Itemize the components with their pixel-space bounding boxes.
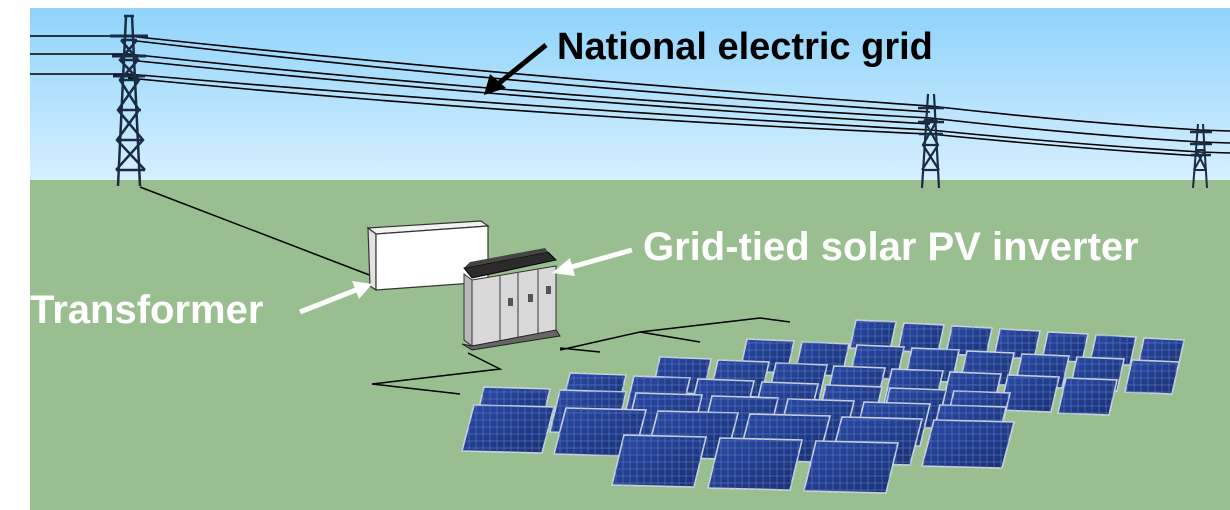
solar-panel-cells xyxy=(804,441,898,493)
label-inverter: Grid-tied solar PV inverter xyxy=(643,225,1139,269)
power-lines xyxy=(30,35,1230,157)
solar-panel-cells xyxy=(1000,375,1059,412)
solar-panel-cells xyxy=(1058,378,1117,415)
transmission-tower-center xyxy=(918,93,944,189)
solar-panel-cells xyxy=(462,405,554,453)
sky xyxy=(30,8,1230,182)
solar-panel-cells xyxy=(612,435,706,487)
solar-panel-cells xyxy=(850,320,896,350)
solar-panel-array xyxy=(460,319,1185,494)
solar-panel-cells xyxy=(1042,332,1088,362)
transmission-tower-left xyxy=(110,14,148,187)
arrow-transformer xyxy=(299,281,372,315)
solar-panel-cells xyxy=(994,329,1040,359)
arrow-grid xyxy=(484,43,548,95)
solar-panel-cells xyxy=(946,326,992,356)
solar-panel-cells xyxy=(1125,360,1179,394)
solar-panel-cells xyxy=(708,438,802,490)
ground-wiring xyxy=(139,186,791,395)
solar-panel-cells xyxy=(922,420,1014,468)
arrow-inverter xyxy=(552,247,633,276)
solar-panel-cells xyxy=(898,323,944,353)
label-national-grid: National electric grid xyxy=(557,26,933,68)
inverter-cabinet xyxy=(461,248,561,351)
label-transformer: Transformer xyxy=(30,288,264,332)
transformer-box xyxy=(366,220,490,292)
transmission-tower-right xyxy=(1190,123,1212,189)
